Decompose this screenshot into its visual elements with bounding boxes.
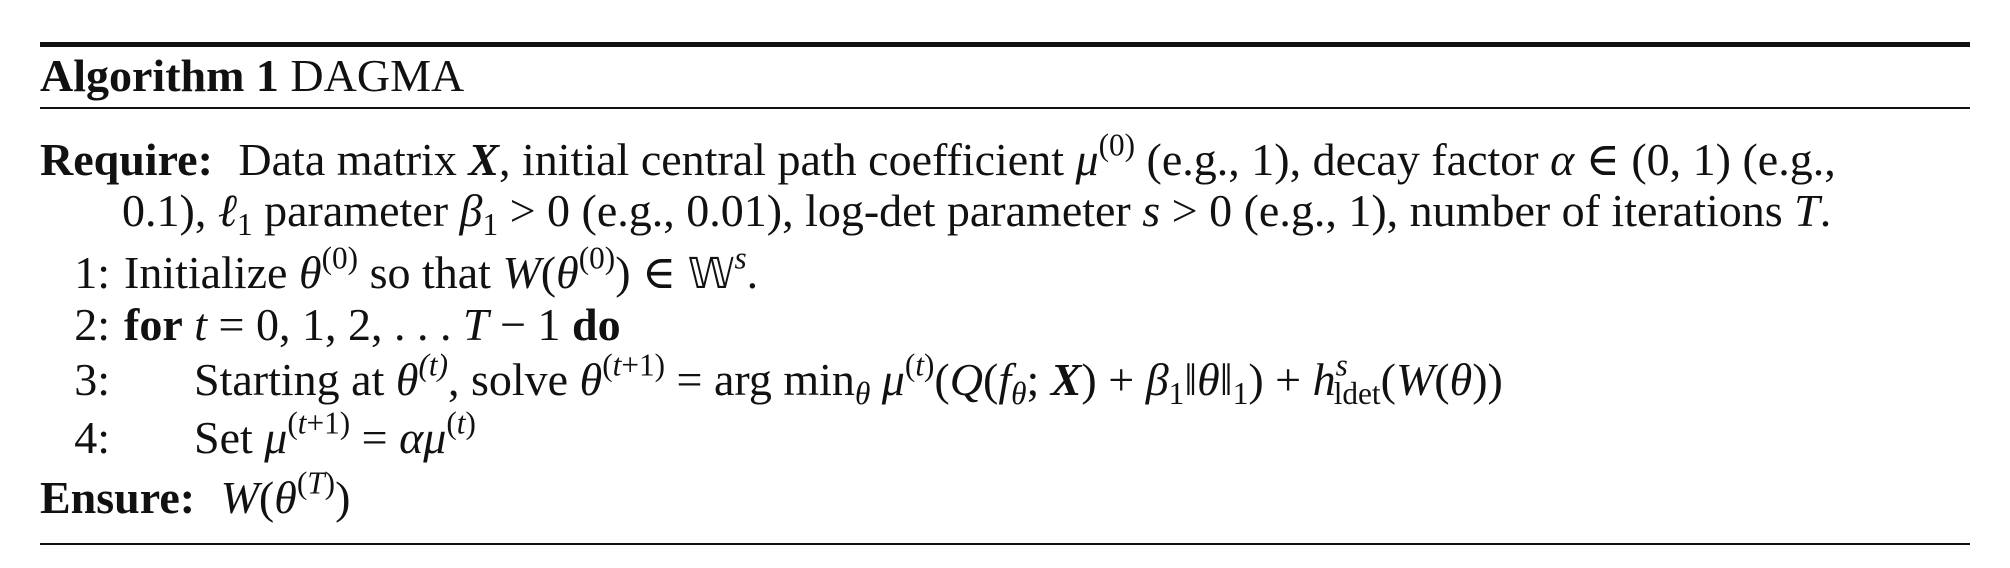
require-text-1: Data matrix — [238, 134, 457, 185]
require-cont-2: parameter — [264, 185, 449, 236]
top-rule — [40, 42, 1970, 47]
step-3-text-1: Starting at — [194, 354, 385, 405]
math-theta-t: θ(t) — [395, 347, 448, 405]
step-1-text-1: Initialize — [124, 247, 288, 298]
require-text-3: (e.g., 1), decay factor — [1146, 134, 1539, 185]
title-rule — [40, 107, 1970, 109]
step-1-text-2: so that — [369, 247, 491, 298]
math-W-theta0: W — [502, 247, 541, 298]
bottom-rule — [40, 543, 1970, 545]
math-T: T — [1794, 185, 1820, 236]
require-cont-1: 0.1), — [122, 185, 207, 236]
require-text-4: (e.g., — [1742, 134, 1836, 185]
step-4: 4: Set μ(t+1) = αμ(t) — [40, 405, 476, 463]
require-cont-3: (e.g., 0.01), log-det parameter — [581, 185, 1131, 236]
math-s: s — [1142, 185, 1161, 236]
ensure-line: Ensure: W(θ(T)) — [40, 465, 351, 523]
math-update-equation: θ(t+1) = arg minθ μ(t)(Q(fθ; X) + β1‖θ‖1… — [579, 347, 1503, 411]
keyword-for: for — [124, 299, 183, 350]
require-cont-4: (e.g., 1), number of iterations — [1243, 185, 1783, 236]
math-W-arg: (θ(0)) ∈ 𝕎s. — [540, 240, 759, 298]
math-loop-range: t = 0, 1, 2, . . . T − 1 — [194, 299, 561, 350]
math-in-symbol: ∈ (0, 1) — [1585, 134, 1731, 185]
step-3-text-2: , solve — [448, 354, 569, 405]
require-keyword: Require: — [40, 134, 213, 185]
step-3-number: 3: — [74, 354, 110, 405]
require-line-2: 0.1), ℓ1 parameter β1 > 0 (e.g., 0.01), … — [122, 185, 1832, 242]
step-3: 3: Starting at θ(t), solve θ(t+1) = arg m… — [40, 347, 1503, 411]
require-text-2: , initial central path coefficient — [499, 134, 1064, 185]
algorithm-name: DAGMA — [290, 50, 465, 101]
algorithm-title: Algorithm 1 DAGMA — [40, 53, 464, 99]
step-2-number: 2: — [74, 299, 110, 350]
math-X: X — [468, 134, 500, 185]
step-1: 1: Initialize θ(0) so that W(θ(0)) ∈ 𝕎s. — [40, 240, 759, 298]
math-theta0: θ(0) — [298, 240, 359, 298]
math-decay-update: μ(t+1) = αμ(t) — [264, 405, 476, 463]
math-mu0: μ(0) — [1075, 127, 1136, 185]
step-4-text-1: Set — [194, 412, 253, 463]
step-4-number: 4: — [74, 412, 110, 463]
math-gt-0-b: > 0 — [1171, 185, 1233, 236]
ensure-keyword: Ensure: — [40, 472, 196, 523]
require-line-1: Require: Data matrix X, initial central … — [40, 127, 1836, 185]
math-l1: ℓ1 — [217, 185, 253, 242]
step-2: 2: for t = 0, 1, 2, . . . T − 1 do — [40, 299, 621, 350]
step-1-number: 1: — [74, 247, 110, 298]
math-output: W(θ(T)) — [220, 465, 351, 523]
math-beta1: β1 — [459, 185, 499, 242]
math-alpha-range: α — [1550, 134, 1575, 185]
math-gt-0-a: > 0 — [509, 185, 571, 236]
keyword-do: do — [572, 299, 621, 350]
algorithm-label: Algorithm 1 — [40, 50, 279, 101]
